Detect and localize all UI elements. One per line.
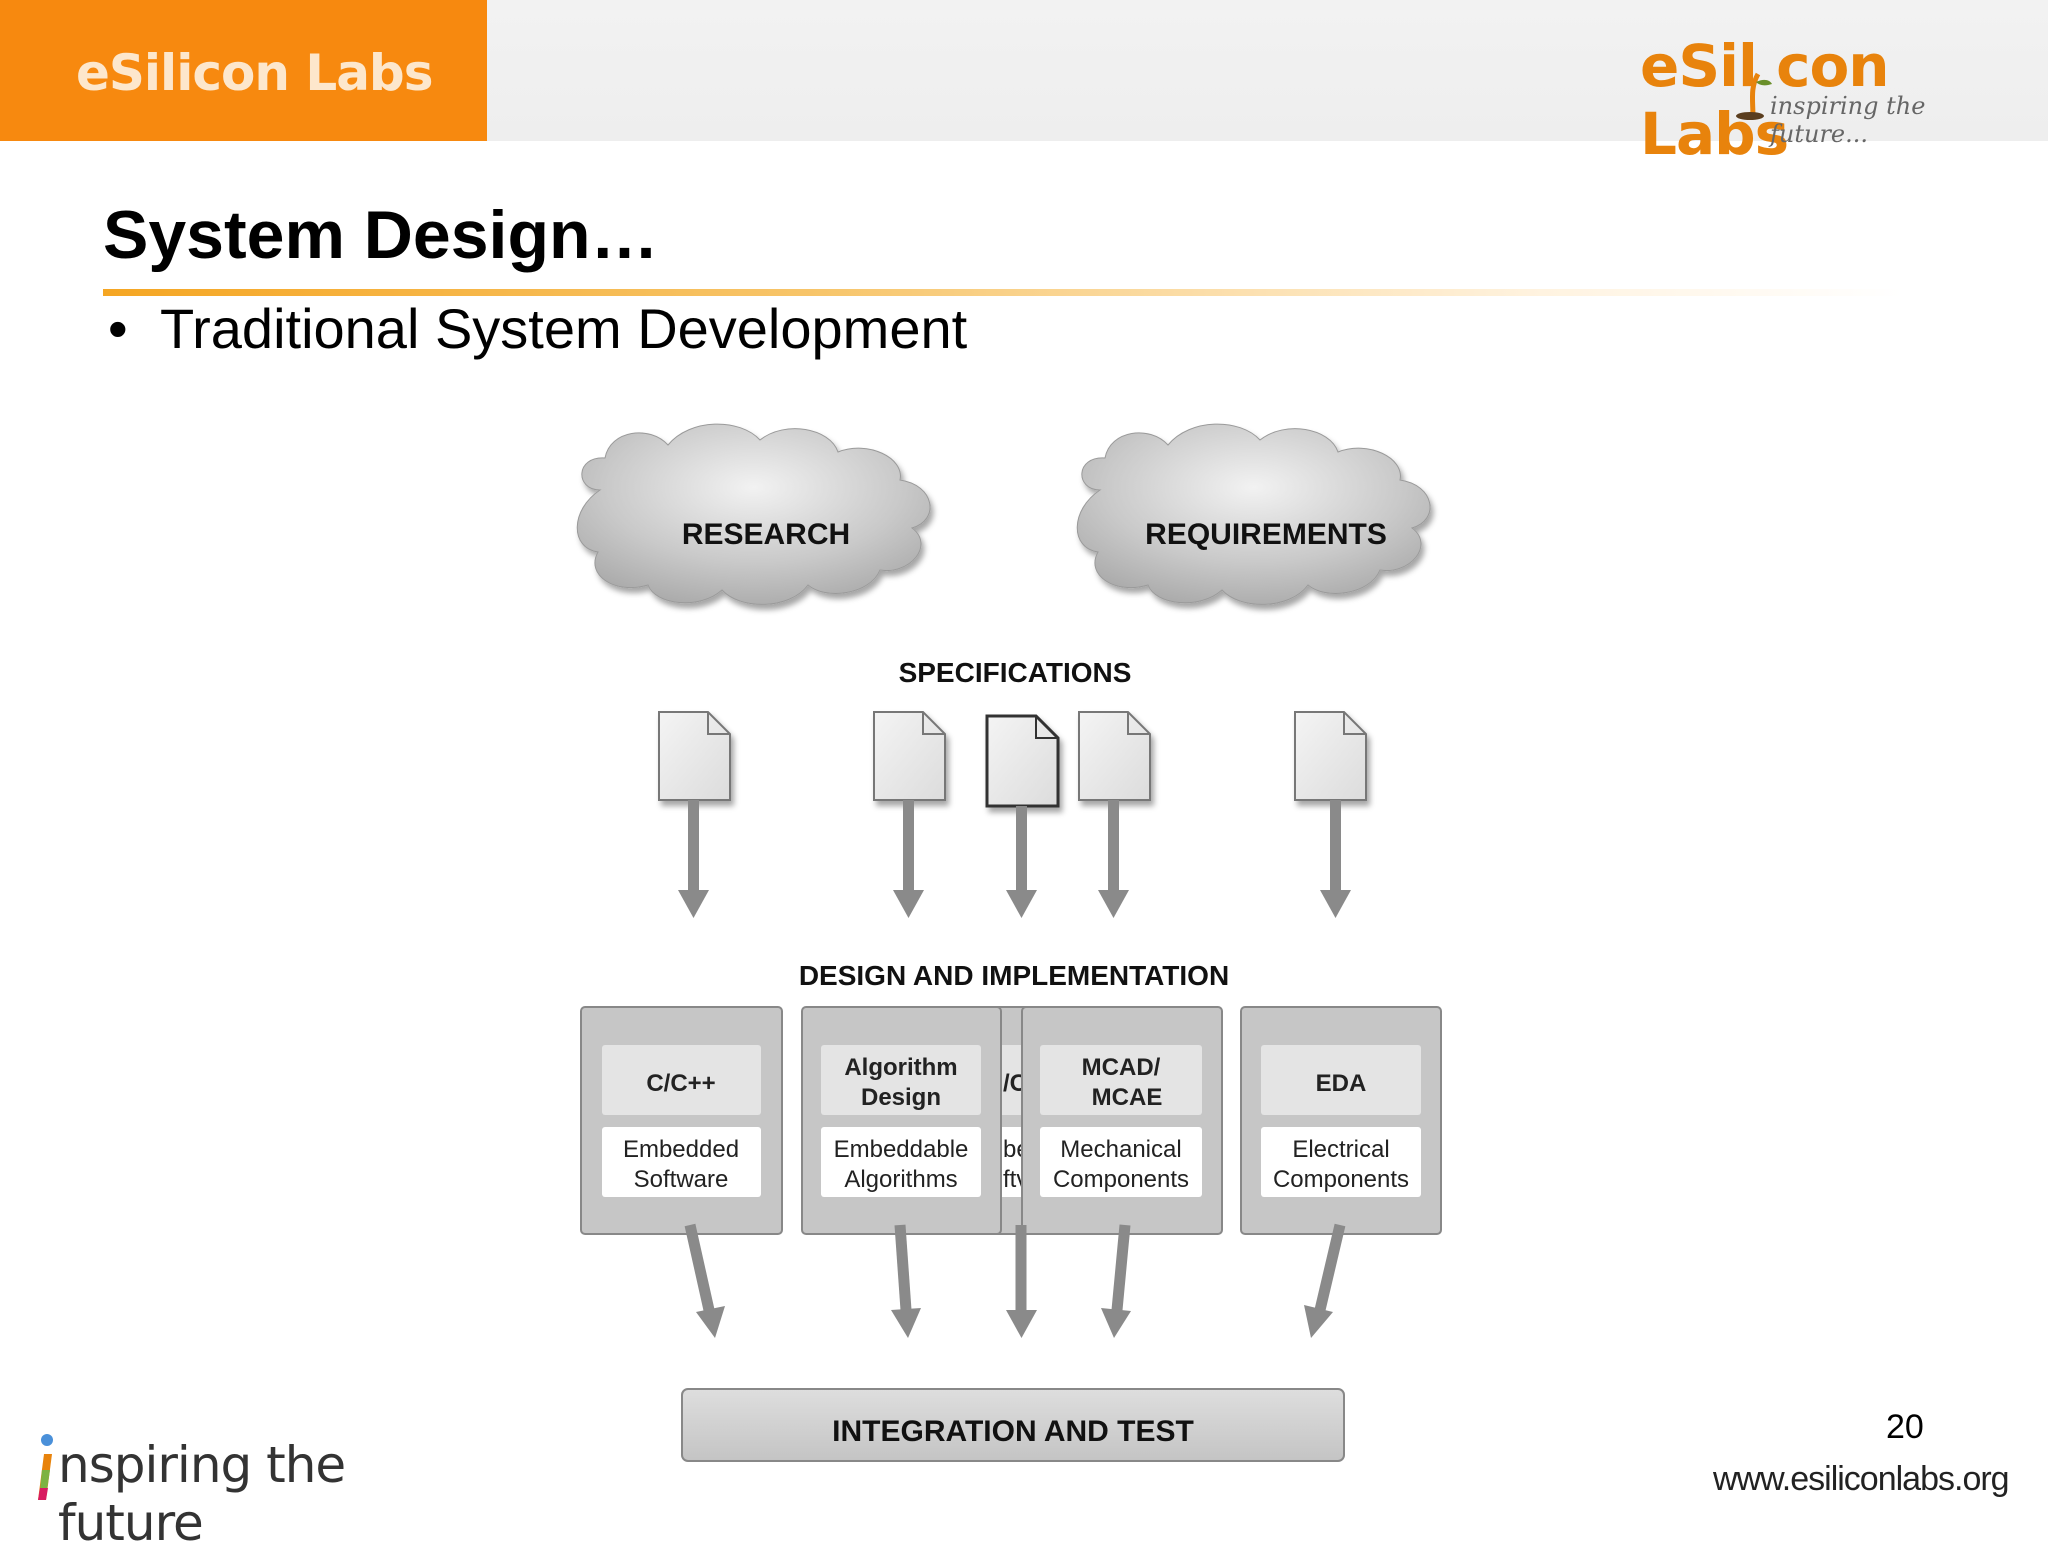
box-c-cpp-desc-line2: Software xyxy=(634,1166,729,1193)
down-arrow xyxy=(1006,806,1037,918)
spec-document-icon xyxy=(658,711,731,801)
bullet-item: • Traditional System Development xyxy=(108,296,967,361)
down-arrow xyxy=(1320,800,1351,918)
design-implementation-label: DESIGN AND IMPLEMENTATION xyxy=(799,960,1229,991)
box-c-cpp: C/C++ Embedded Software xyxy=(580,1006,783,1235)
box-mcad-title-line1: MCAD/ xyxy=(1082,1054,1161,1081)
box-eda: EDA Electrical Components xyxy=(1240,1006,1442,1235)
integration-test-bar: INTEGRATION AND TEST xyxy=(681,1388,1345,1462)
box-mcad-title-line2: MCAE xyxy=(1092,1084,1163,1111)
footer-tagline: nspiring the future xyxy=(30,1430,450,1552)
box-c-cpp-title: C/C++ xyxy=(646,1070,715,1097)
bullet-text: Traditional System Development xyxy=(160,297,968,360)
brand-tab-label: eSilicon Labs xyxy=(76,44,433,102)
colorful-i-icon xyxy=(38,1434,53,1500)
research-cloud xyxy=(576,423,931,605)
box-algorithm-desc-line2: Algorithms xyxy=(844,1166,957,1193)
down-arrow xyxy=(678,800,709,918)
down-arrow xyxy=(1101,1224,1131,1338)
box-algorithm-title-line2: Design xyxy=(861,1084,941,1111)
spec-document-icon xyxy=(1078,711,1151,801)
down-arrow xyxy=(684,1223,725,1338)
box-eda-title: EDA xyxy=(1316,1070,1367,1097)
page-number: 20 xyxy=(1886,1408,1924,1446)
logo-text: eSil con Labs xyxy=(1640,32,1890,168)
brand-tab: eSilicon Labs xyxy=(0,0,487,141)
down-arrow xyxy=(1006,1225,1037,1338)
box-eda-desc-line1: Electrical xyxy=(1292,1136,1389,1163)
integration-test-label: INTEGRATION AND TEST xyxy=(832,1415,1194,1448)
slide-title: System Design… xyxy=(103,197,659,273)
box-algorithm-desc-line1: Embeddable xyxy=(834,1136,969,1163)
sprout-icon xyxy=(1736,72,1772,120)
requirements-cloud xyxy=(1076,423,1431,605)
esilicon-logo: eSil con Labs inspiring the future... xyxy=(1640,32,2010,168)
spec-document-icon xyxy=(873,711,946,801)
down-arrow xyxy=(1304,1223,1346,1338)
cloud-requirements-label: REQUIREMENTS xyxy=(1145,518,1387,551)
box-algorithm: Algorithm Design Embeddable Algorithms xyxy=(801,1006,1002,1235)
down-arrow xyxy=(891,1224,921,1338)
title-underline xyxy=(103,289,1903,296)
logo-tagline: inspiring the future... xyxy=(1770,92,1926,148)
down-arrow xyxy=(1098,800,1129,918)
box-eda-desc-line2: Components xyxy=(1273,1166,1409,1193)
box-mcad-desc-line2: Components xyxy=(1053,1166,1189,1193)
spec-document-icon xyxy=(1294,711,1367,801)
cloud-research-label: RESEARCH xyxy=(682,518,850,551)
bullet-dot: • xyxy=(108,297,128,360)
box-mcad: MCAD/ MCAE Mechanical Components xyxy=(1021,1006,1223,1235)
down-arrow xyxy=(893,800,924,918)
box-mcad-desc-line1: Mechanical xyxy=(1060,1136,1181,1163)
box-c-cpp-desc-line1: Embedded xyxy=(623,1136,739,1163)
footer-url: www.esiliconlabs.org xyxy=(1713,1460,2010,1498)
box-algorithm-title-line1: Algorithm xyxy=(844,1054,957,1081)
spec-document-icon xyxy=(985,714,1060,808)
footer-tagline-text: nspiring the future xyxy=(58,1436,346,1552)
specifications-label: SPECIFICATIONS xyxy=(899,657,1132,688)
